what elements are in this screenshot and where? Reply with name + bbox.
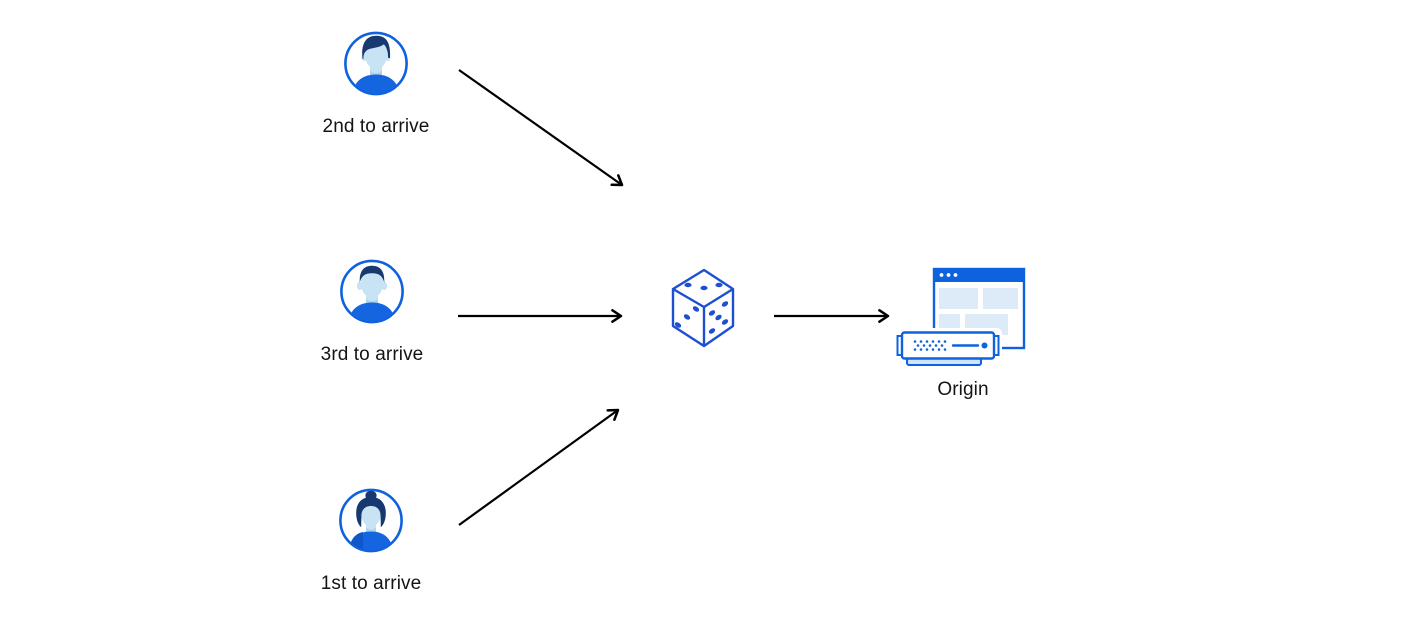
arrow-client2-to-dice — [458, 69, 624, 187]
avatar-woman-bun-hair-icon — [339, 488, 403, 553]
dice-node — [668, 264, 740, 352]
avatar-man-short-hair-icon — [340, 259, 404, 324]
origin-node: Origin — [893, 260, 1033, 401]
server-led-dot — [981, 342, 988, 349]
server-vent-dots — [913, 340, 947, 351]
dice-icon — [671, 268, 735, 348]
origin-browser-server-icon — [894, 267, 1026, 369]
client-label-3rd: 3rd to arrive — [320, 344, 424, 365]
arrow-client1-to-dice — [458, 408, 620, 526]
client-label-1st: 1st to arrive — [320, 573, 422, 594]
avatar-man-swept-hair-icon — [344, 31, 408, 96]
client-node-3rd: 3rd to arrive — [297, 258, 447, 366]
client-node-2nd: 2nd to arrive — [301, 30, 451, 138]
client-label-2nd: 2nd to arrive — [322, 116, 430, 137]
client-node-1st: 1st to arrive — [296, 487, 446, 595]
origin-label: Origin — [937, 379, 989, 400]
server-icon — [896, 331, 1000, 366]
